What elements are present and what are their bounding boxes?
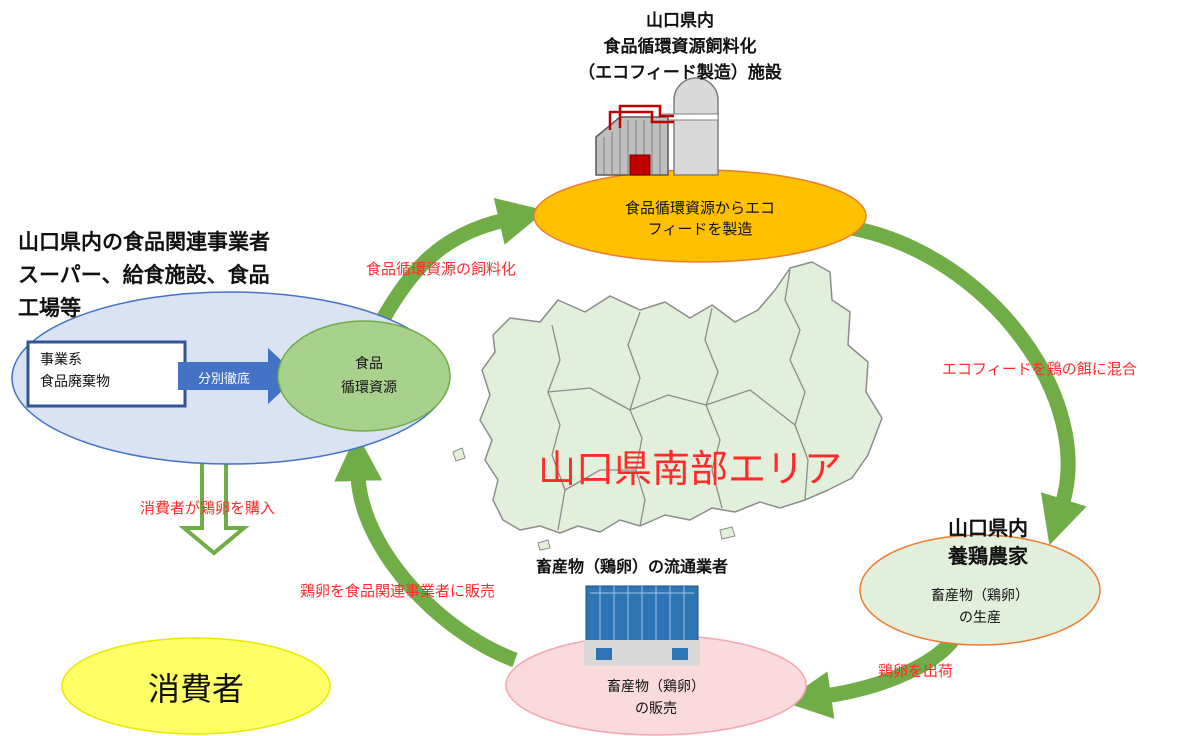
business-title: 山口県内の食品関連事業者 スーパー、給食施設、食品 工場等: [18, 226, 270, 325]
arrow-buy: [178, 460, 250, 556]
farm-product-label: 畜産物（鶏卵） の生産: [910, 585, 1050, 629]
business-title-line-3: 工場等: [18, 296, 81, 320]
facility-title: 山口県内 食品循環資源飼料化 （エコフィード製造）施設: [560, 8, 800, 86]
arrow-mix: [850, 220, 1087, 546]
factory-illustration: [595, 77, 719, 176]
region-label: 山口県南部エリア: [538, 447, 843, 491]
arrow-ship-label: 鶏卵を出荷: [878, 662, 954, 680]
resource-label-line-1: 食品: [355, 356, 383, 372]
resource-ellipse: [277, 320, 451, 432]
yamaguchi-map: [452, 261, 883, 551]
farm-product-line-1: 畜産物（鶏卵）: [931, 588, 1029, 604]
distributor-building: [584, 585, 700, 666]
arrow-feed: [371, 197, 546, 332]
facility-title-line-1: 山口県内: [646, 11, 714, 31]
waste-label-line-2: 食品廃棄物: [40, 374, 110, 390]
arrow-sell: [334, 433, 518, 668]
consumer-ellipse: [61, 637, 331, 735]
farm-title-line-1: 山口県内: [948, 516, 1028, 540]
sort-arrow: [178, 348, 298, 404]
sale-label-line-2: の販売: [635, 701, 677, 717]
facility-title-line-3: （エコフィード製造）施設: [578, 63, 782, 83]
consumer-label: 消費者: [147, 670, 244, 708]
farm-product-line-2: の生産: [959, 610, 1001, 626]
sale-label: 畜産物（鶏卵） の販売: [586, 676, 726, 720]
business-title-line-1: 山口県内の食品関連事業者: [18, 230, 270, 254]
waste-box: [26, 340, 187, 408]
sort-label: 分別徹底: [198, 372, 251, 387]
facility-process-label: 食品循環資源からエコ フィードを製造: [580, 198, 820, 240]
farm-ellipse: [859, 534, 1101, 646]
resource-label: 食品 循環資源: [324, 352, 414, 400]
business-title-line-2: スーパー、給食施設、食品: [18, 263, 270, 287]
facility-title-line-2: 食品循環資源飼料化: [603, 37, 757, 57]
arrow-feed-label: 食品循環資源の飼料化: [366, 260, 517, 278]
arrow-mix-label: エコフィードを鶏の餌に混合: [942, 360, 1137, 378]
facility-process-line-1: 食品循環資源からエコ: [624, 199, 775, 217]
arrow-buy-label: 消費者が鶏卵を購入: [140, 499, 276, 517]
sale-label-line-1: 畜産物（鶏卵）: [607, 679, 705, 695]
farm-title-line-2: 養鶏農家: [948, 544, 1028, 568]
facility-process-line-2: フィードを製造: [647, 220, 753, 238]
waste-label-line-1: 事業系: [40, 352, 82, 368]
waste-label: 事業系 食品廃棄物: [40, 349, 110, 393]
arrow-sell-label: 鶏卵を食品関連事業者に販売: [300, 582, 496, 600]
distributor-title: 畜産物（鶏卵）の流通業者: [536, 557, 729, 576]
farm-title: 山口県内 養鶏農家: [948, 514, 1028, 570]
resource-label-line-2: 循環資源: [341, 380, 397, 396]
